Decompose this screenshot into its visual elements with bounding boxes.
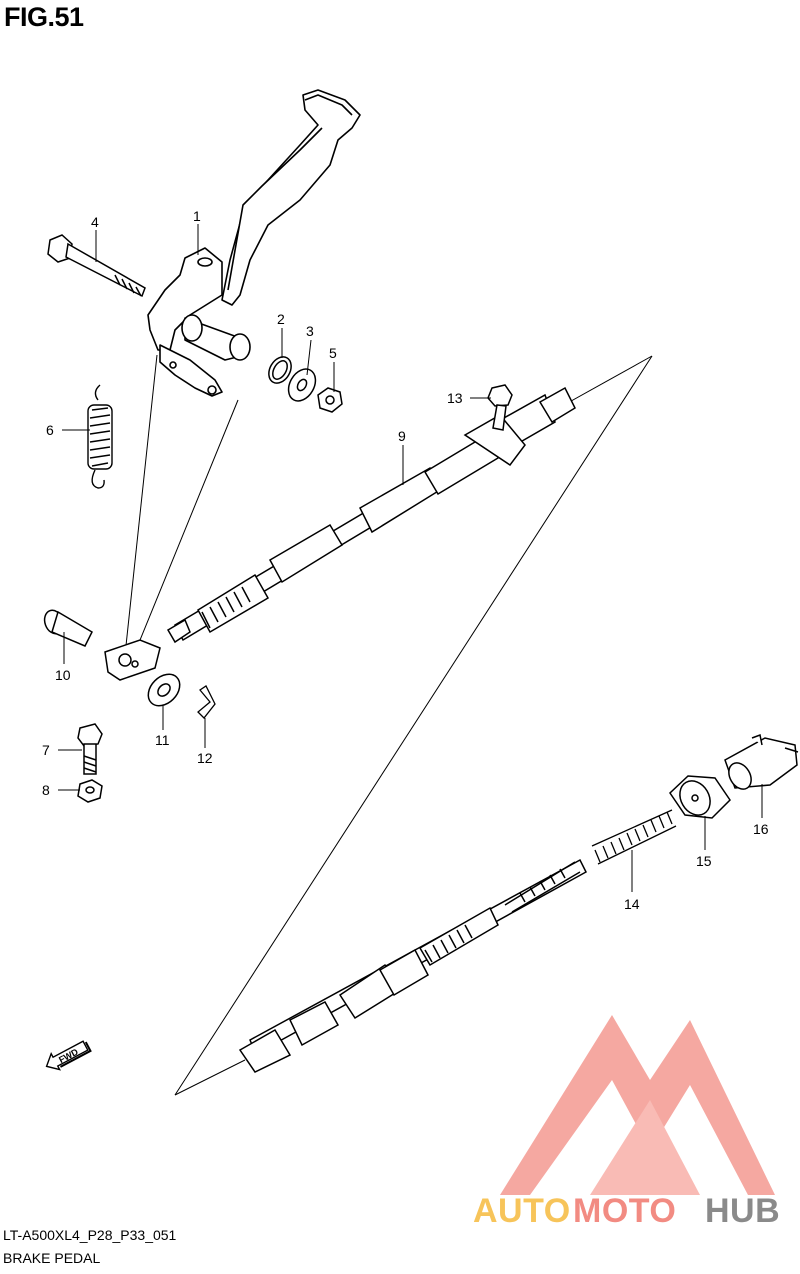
callout-4: 4 <box>91 214 99 230</box>
assembly-outline <box>124 354 653 1096</box>
watermark-text-moto: MOTO <box>573 1192 676 1230</box>
callout-2: 2 <box>277 311 285 327</box>
brake-cable-upper-part <box>166 386 576 644</box>
cable-bolt-part <box>487 384 513 431</box>
callout-8: 8 <box>42 782 50 798</box>
callout-5: 5 <box>329 345 337 361</box>
callout-10: 10 <box>55 667 71 683</box>
watermark-text-hub: HUB <box>705 1192 780 1230</box>
return-spring-part <box>87 384 113 489</box>
callout-15: 15 <box>696 853 712 869</box>
brake-pedal-part <box>147 89 361 397</box>
callout-7: 7 <box>42 742 50 758</box>
callout-11: 11 <box>155 732 170 748</box>
adjuster-part <box>724 733 799 790</box>
plain-washer-part <box>147 673 181 707</box>
callout-6: 6 <box>46 422 54 438</box>
callout-9: 9 <box>398 428 406 444</box>
washer-part <box>268 356 343 413</box>
callout-1: 1 <box>193 208 201 224</box>
callout-14: 14 <box>624 896 640 912</box>
callout-3: 3 <box>306 323 314 339</box>
callout-labels: 1 2 3 4 5 6 7 8 9 10 11 12 13 14 15 16 <box>42 208 769 912</box>
clevis-pin-part <box>43 609 161 681</box>
lower-spring-part <box>591 809 677 865</box>
watermark-text-auto: AUTO <box>473 1192 571 1230</box>
model-code: LT-A500XL4_P28_P33_051 <box>3 1227 177 1243</box>
cotter-clip-part <box>197 685 216 719</box>
hex-bolt-part <box>77 723 103 775</box>
forward-arrow-icon: FWD <box>45 1040 92 1071</box>
leader-lines <box>58 224 763 892</box>
page-caption: BRAKE PEDAL <box>3 1250 101 1266</box>
watermark-logo-icon <box>500 1015 775 1195</box>
callout-12: 12 <box>197 750 213 766</box>
cable-joint-part <box>669 775 731 819</box>
callout-16: 16 <box>753 821 769 837</box>
brake-cable-lower-part <box>238 858 587 1073</box>
callout-13: 13 <box>447 390 463 406</box>
pivot-bolt-part <box>47 234 146 298</box>
hex-nut-part <box>77 779 103 803</box>
figure-title: FIG.51 <box>4 2 84 32</box>
